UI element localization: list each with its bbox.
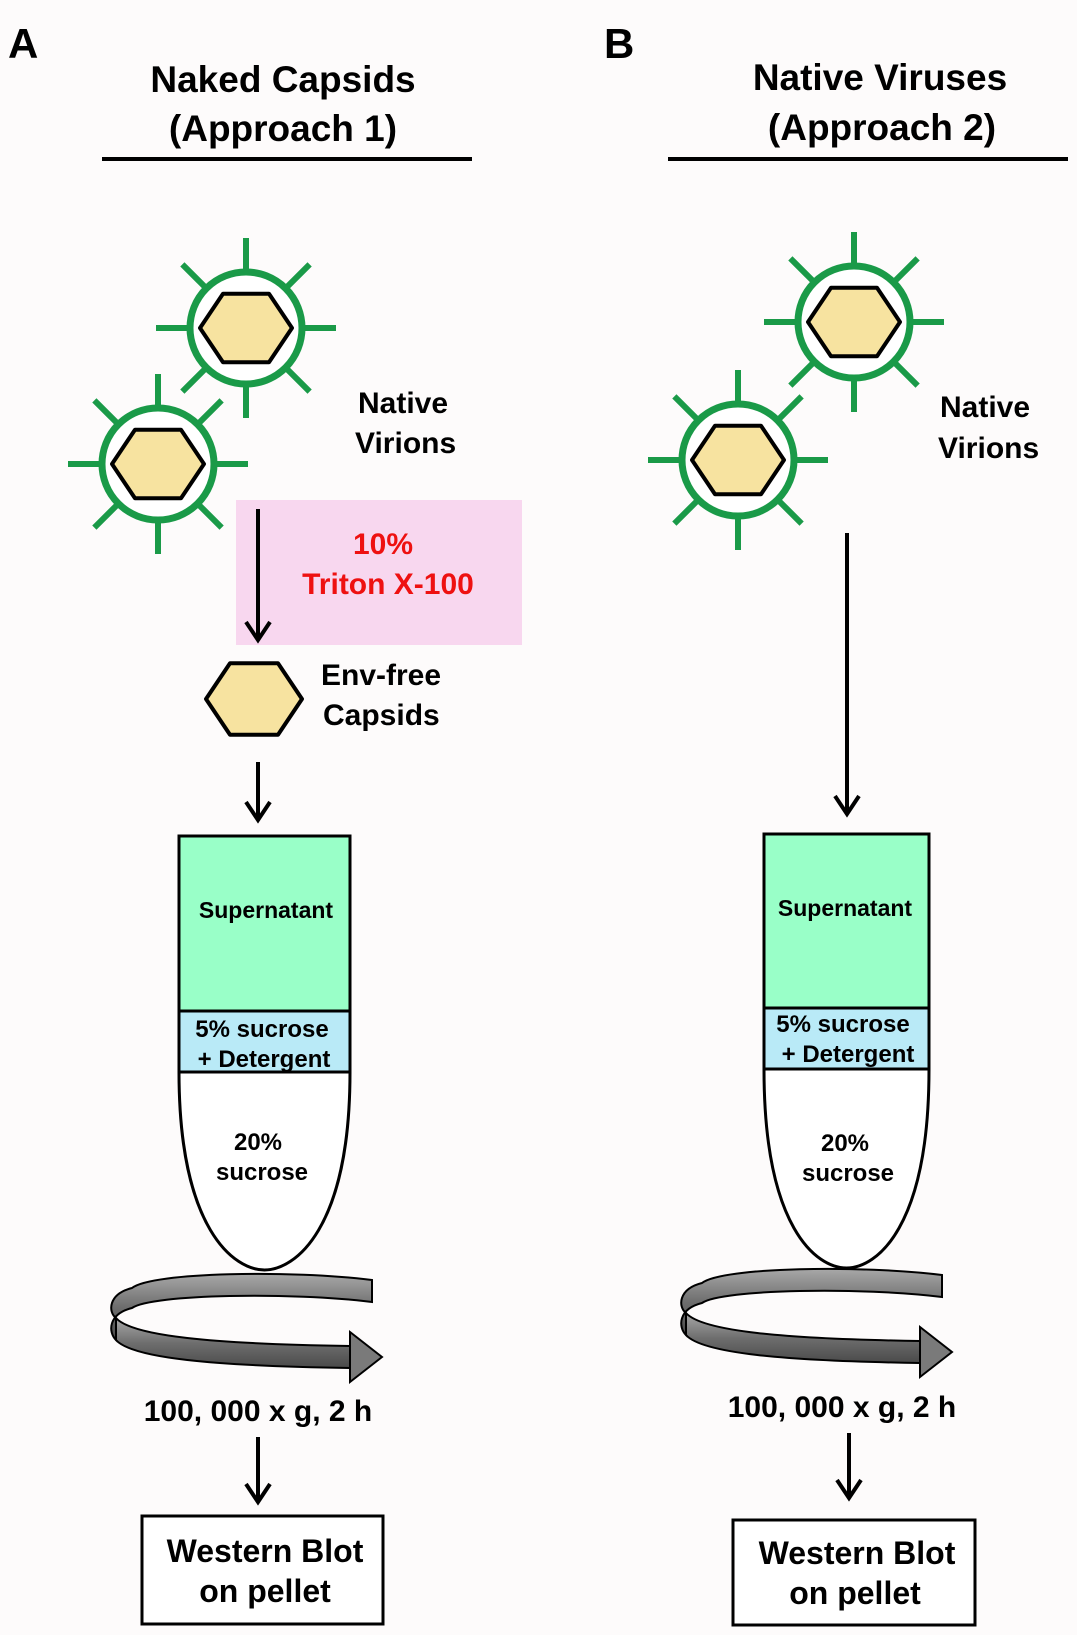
- envelope-spike-icon: [180, 262, 209, 291]
- centrifuge-tube-a: [177, 834, 352, 1272]
- tube-b-sucrose-layer-line2: + Detergent: [782, 1041, 915, 1068]
- hexagonal-capsid-icon: [198, 291, 294, 365]
- envelope-spike-icon: [788, 359, 817, 388]
- tube-b-cushion-line1: 20%: [821, 1130, 869, 1157]
- tube-b-sucrose-layer-line1: 5% sucrose: [776, 1011, 909, 1038]
- western-blot-box-a: [140, 1514, 385, 1626]
- spin-condition-a: 100, 000 x g, 2 h: [144, 1395, 372, 1428]
- panel-letter-a: A: [8, 20, 38, 67]
- supernatant-layer: [177, 834, 352, 1013]
- down-arrow-icon: [244, 1437, 272, 1506]
- envelope-spike-icon: [672, 394, 701, 423]
- envelope-spike-icon: [775, 394, 804, 423]
- down-arrow-icon: [244, 509, 272, 644]
- result-b-line1: Western Blot: [759, 1535, 956, 1571]
- panel-a-title-line2: (Approach 1): [169, 108, 397, 149]
- panel-a: A Naked Capsids (Approach 1) Native Viri…: [8, 20, 522, 1626]
- western-blot-box-b: [731, 1518, 977, 1627]
- tube-a-sucrose-layer-line2: + Detergent: [198, 1046, 331, 1073]
- panel-letter-b: B: [604, 20, 634, 67]
- supernatant-layer: [762, 832, 931, 1010]
- tube-a-cushion-line1: 20%: [234, 1129, 282, 1156]
- virion-label-a-line1: Native: [358, 387, 448, 420]
- result-a-line1: Western Blot: [167, 1533, 364, 1569]
- capsid-label-line2: Capsids: [323, 699, 440, 732]
- treatment-concentration: 10%: [353, 528, 413, 561]
- hexagonal-capsid-icon: [690, 423, 786, 497]
- down-arrow-icon: [833, 533, 861, 818]
- native-virion-a2: [68, 374, 248, 554]
- result-a-line2: on pellet: [199, 1573, 331, 1609]
- rotation-arrow-icon: [680, 1267, 954, 1380]
- tube-a-sucrose-layer-line1: 5% sucrose: [195, 1016, 328, 1043]
- virion-label-b-line2: Virions: [938, 432, 1039, 465]
- virion-label-a-line2: Virions: [355, 427, 456, 460]
- result-b-line2: on pellet: [789, 1575, 921, 1611]
- envelope-spike-icon: [195, 501, 224, 530]
- tube-b-cushion-line2: sucrose: [802, 1160, 894, 1187]
- envelope-spike-icon: [92, 501, 121, 530]
- panel-b-title-line2: (Approach 2): [768, 107, 996, 148]
- tube-a-cushion-line2: sucrose: [216, 1159, 308, 1186]
- virion-label-b-line1: Native: [940, 391, 1030, 424]
- env-free-capsid: [204, 661, 304, 737]
- envelope-spike-icon: [195, 398, 224, 427]
- spin-condition-b: 100, 000 x g, 2 h: [728, 1391, 956, 1424]
- centrifuge-tube-b: [762, 832, 931, 1270]
- panel-b: B Native Viruses (Approach 2) Native Vir…: [604, 20, 1068, 1627]
- envelope-spike-icon: [775, 497, 804, 526]
- native-virion-a1: [156, 238, 336, 418]
- envelope-spike-icon: [180, 365, 209, 394]
- tube-a-supernatant: Supernatant: [199, 897, 334, 923]
- native-virion-b2: [648, 370, 828, 550]
- envelope-spike-icon: [891, 256, 920, 285]
- sucrose-cushion-layer: [177, 1070, 352, 1272]
- envelope-spike-icon: [283, 262, 312, 291]
- envelope-spike-icon: [672, 497, 701, 526]
- envelope-spike-icon: [788, 256, 817, 285]
- down-arrow-icon: [244, 762, 272, 824]
- treatment-detergent: Triton X-100: [302, 568, 474, 601]
- envelope-spike-icon: [283, 365, 312, 394]
- capsid-label-line1: Env-free: [321, 659, 441, 692]
- down-arrow-icon: [835, 1433, 863, 1502]
- detergent-sucrose-layer: [177, 1009, 352, 1074]
- native-virion-b1: [764, 232, 944, 412]
- panel-b-title-line1: Native Viruses: [753, 57, 1007, 98]
- envelope-spike-icon: [92, 398, 121, 427]
- hexagonal-capsid-icon: [110, 427, 206, 501]
- envelope-spike-icon: [891, 359, 920, 388]
- hexagonal-capsid-icon: [806, 285, 902, 359]
- tube-b-supernatant: Supernatant: [778, 895, 913, 921]
- panel-a-title-line1: Naked Capsids: [150, 59, 415, 100]
- detergent-treatment-box: [236, 500, 522, 645]
- hexagonal-capsid-icon: [204, 661, 304, 737]
- rotation-arrow-icon: [110, 1272, 384, 1385]
